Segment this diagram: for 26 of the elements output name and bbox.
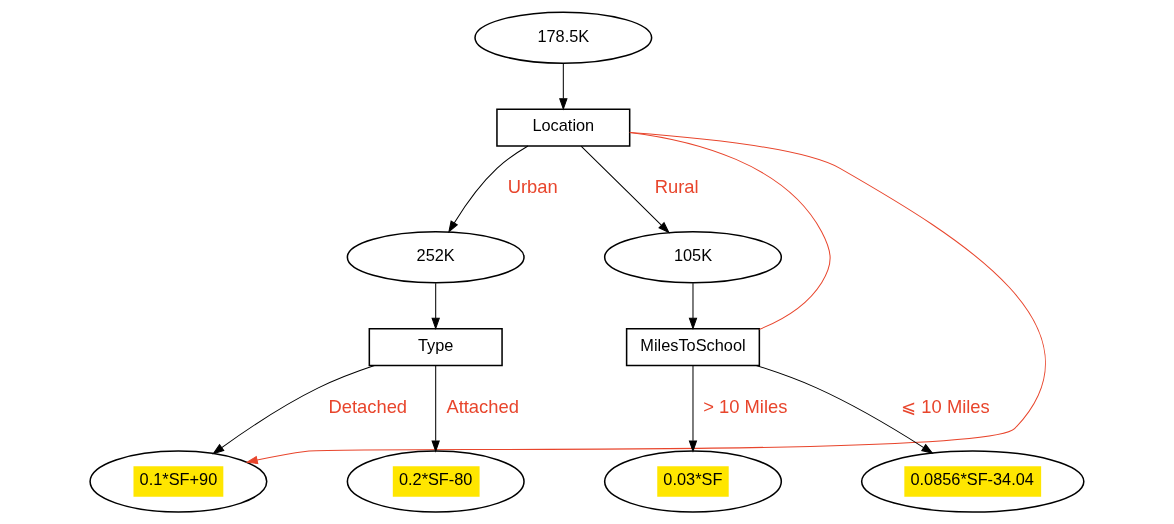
arrow [580,145,670,234]
node-ellipse: 178.5K [474,11,653,64]
node-box: Type [368,327,503,367]
arrow [755,364,934,454]
edge-label: Attached [446,395,519,417]
node-ellipse: 0.0856*SF-34.04 [860,450,1085,513]
node-ellipse: 105K [603,230,783,284]
edge-label: Detached [328,395,408,417]
arrow [559,63,568,111]
node-ellipse: 252K [346,230,525,284]
node-box: Location [496,108,631,147]
arrow [688,282,698,331]
edge-label: ⩽ 10 Miles [901,395,990,417]
arrow [431,282,440,331]
arrow [431,365,440,453]
edge-label: Urban [507,176,558,198]
arrow [212,365,375,455]
arrow [448,145,529,234]
node-box: MilesToSchool [625,327,761,367]
arrow [688,365,698,453]
node-ellipse: 0.1*SF+90 [89,450,268,513]
edge-label: > 10 Miles [703,395,788,417]
node-ellipse: 0.2*SF-80 [346,450,525,513]
edge-label: Rural [654,176,699,198]
arrow [245,132,1046,465]
node-ellipse: 0.03*SF [603,450,783,513]
